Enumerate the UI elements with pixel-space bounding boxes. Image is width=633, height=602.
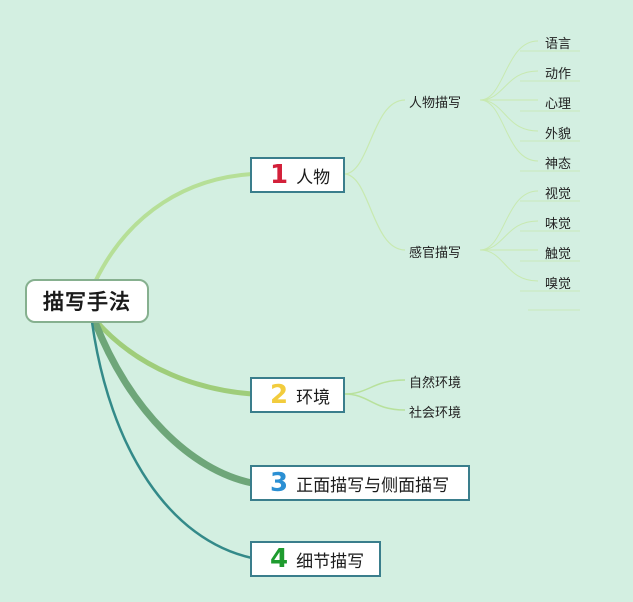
branch-number-3: 3 (270, 468, 289, 498)
connector-leaf-weijue (479, 220, 539, 251)
connector-leaf-waimao (479, 99, 539, 132)
leaf-node[interactable]: 语言 (545, 37, 572, 52)
connector-sub-ziran (343, 379, 406, 395)
connector-branch-1 (93, 172, 253, 283)
branch-node-2[interactable]: 2 环境 (250, 377, 345, 413)
connector-leaf-xiujue (479, 249, 539, 282)
connector-branch-3 (91, 320, 253, 487)
sub-node-renwu[interactable]: 人物描写 (409, 96, 462, 111)
branch-label-2: 环境 (296, 387, 331, 408)
branch-node-4[interactable]: 4 细节描写 (250, 541, 381, 577)
branch-number-1: 1 (270, 160, 289, 190)
connector-leaf-shentai (479, 99, 539, 162)
leaf-node[interactable]: 嗅觉 (545, 277, 572, 292)
sub-node-ganguan[interactable]: 感官描写 (409, 246, 462, 261)
leaf-node[interactable]: 外貌 (545, 127, 572, 142)
sub-node-ziran[interactable]: 自然环境 (409, 376, 462, 391)
branch-label-1: 人物 (296, 167, 331, 188)
leaf-node[interactable]: 味觉 (545, 217, 572, 232)
branch-label-3: 正面描写与侧面描写 (296, 475, 450, 496)
leaf-node[interactable]: 动作 (545, 67, 572, 82)
connector-sub-ganguan (343, 173, 406, 251)
connector-leaf-dongzuo (479, 70, 539, 101)
branch-node-3[interactable]: 3 正面描写与侧面描写 (250, 465, 470, 501)
branch-number-4: 4 (270, 544, 289, 574)
branch-label-4: 细节描写 (296, 551, 365, 572)
branch-number-2: 2 (270, 380, 289, 410)
branch-node-1[interactable]: 1 人物 (250, 157, 345, 193)
leaf-node[interactable]: 神态 (545, 157, 572, 172)
leaf-node[interactable]: 视觉 (545, 187, 572, 202)
sub-node-shehui[interactable]: 社会环境 (409, 406, 462, 421)
connector-branch-2 (95, 320, 253, 397)
connector-leaf-yuyan (479, 40, 539, 101)
connector-branch-4 (90, 321, 253, 560)
root-node[interactable]: 描写手法 (25, 279, 149, 323)
connector-sub-renwu (343, 99, 406, 175)
leaf-node[interactable]: 心理 (545, 97, 572, 112)
connector-leaf-shijue (479, 190, 539, 251)
leaf-node[interactable]: 触觉 (545, 247, 572, 262)
connector-sub-shehui (343, 393, 406, 411)
